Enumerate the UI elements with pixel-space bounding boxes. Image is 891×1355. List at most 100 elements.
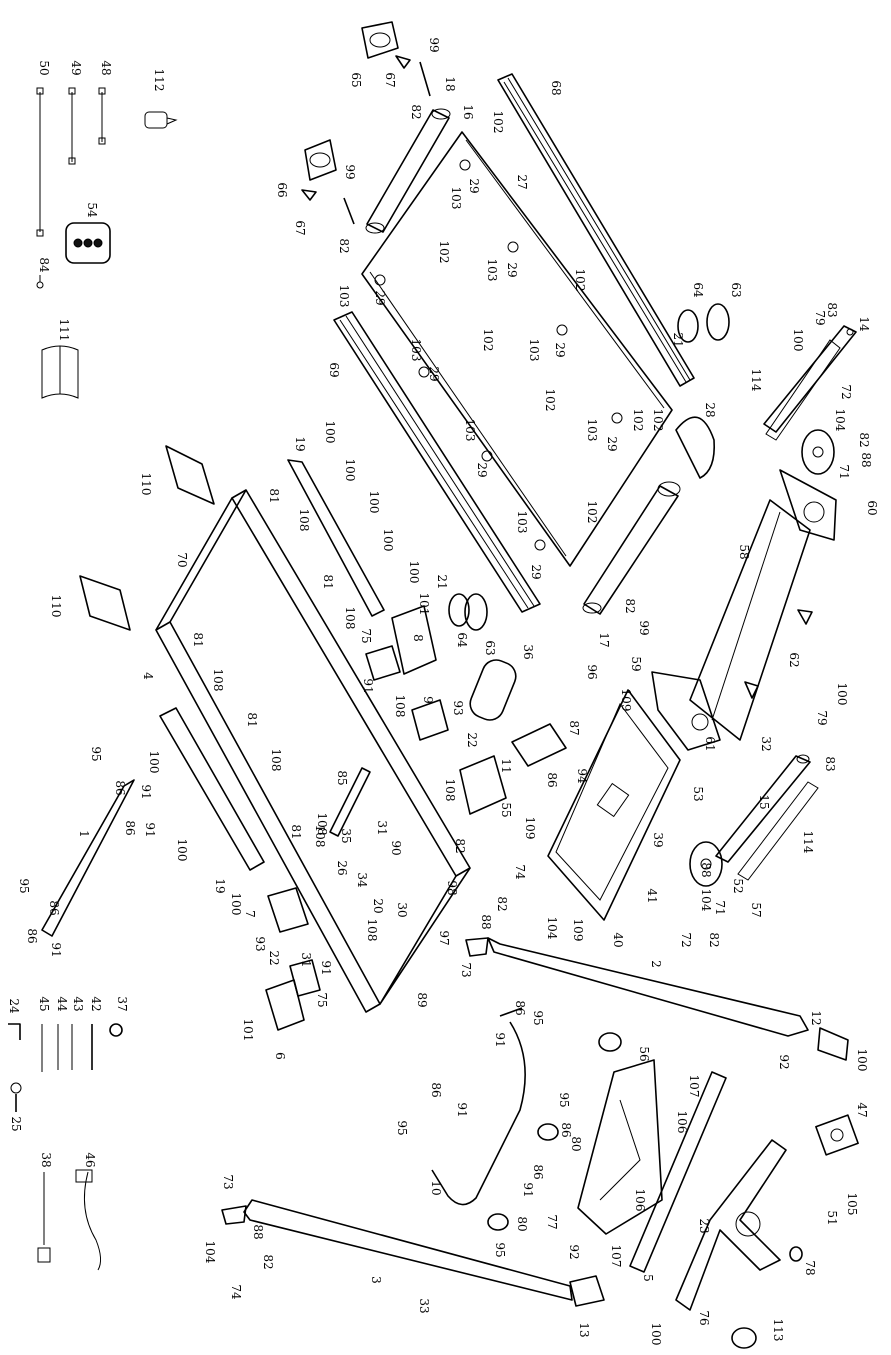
part-label-50: 50: [37, 60, 51, 75]
part-label-40: 40: [611, 932, 625, 947]
part-label-92: 92: [777, 1054, 791, 1069]
part-label-104: 104: [833, 409, 847, 432]
part-label-22: 22: [465, 732, 479, 747]
part-label-29: 29: [427, 366, 441, 381]
part-label-104: 104: [203, 1241, 217, 1264]
part-label-109: 109: [523, 817, 537, 840]
part-label-73: 73: [221, 1174, 235, 1189]
upright-2: [487, 937, 809, 1037]
part-label-82: 82: [409, 104, 423, 119]
part-label-44: 44: [55, 996, 69, 1012]
part-label-91: 91: [455, 1102, 469, 1117]
part-label-84: 84: [37, 257, 51, 273]
end-cap-73a: [465, 937, 489, 957]
part-label-6: 6: [273, 1052, 287, 1060]
pulley-56: [598, 1032, 622, 1052]
part-label-106: 106: [633, 1189, 647, 1212]
safety-key-84: [36, 275, 44, 289]
part-label-88: 88: [859, 452, 873, 467]
part-label-59: 59: [629, 656, 643, 671]
cable-50: [36, 87, 44, 237]
cord-46: [75, 1169, 102, 1271]
rear-roller-18: [365, 108, 451, 234]
part-label-11: 11: [499, 758, 513, 773]
part-label-100: 100: [323, 421, 337, 444]
part-label-79: 79: [813, 310, 827, 325]
frame-77: [577, 1059, 663, 1235]
panel-47: [815, 1114, 859, 1156]
part-label-102: 102: [491, 111, 505, 134]
part-label-86: 86: [559, 1122, 573, 1137]
part-label-104: 104: [545, 917, 559, 940]
part-label-67: 67: [293, 220, 307, 235]
part-label-81: 81: [267, 488, 281, 503]
part-label-30: 30: [395, 902, 409, 917]
part-label-36: 36: [521, 644, 535, 659]
bolt-99b: [343, 197, 355, 225]
part-label-72: 72: [679, 932, 693, 947]
part-label-100: 100: [229, 893, 243, 916]
part-label-100: 100: [791, 329, 805, 352]
part-label-7: 7: [243, 910, 257, 918]
part-label-91: 91: [361, 678, 375, 693]
part-label-103: 103: [515, 511, 529, 534]
part-label-79: 79: [815, 710, 829, 725]
trim-114b: [737, 781, 819, 881]
part-label-75: 75: [359, 628, 373, 643]
part-label-108: 108: [315, 813, 329, 836]
part-label-88: 88: [251, 1224, 265, 1239]
part-label-17: 17: [597, 632, 611, 647]
part-label-102: 102: [543, 389, 557, 412]
part-label-22: 22: [267, 950, 281, 965]
part-label-100: 100: [835, 683, 849, 706]
pulley-64b: [448, 593, 470, 627]
part-label-10: 10: [429, 1180, 443, 1195]
post-5: [629, 1071, 727, 1273]
upright-3: [243, 1199, 573, 1301]
part-label-78: 78: [803, 1260, 817, 1275]
part-label-60: 60: [865, 500, 879, 515]
part-label-87: 87: [567, 720, 581, 735]
part-label-48: 48: [99, 60, 113, 75]
part-label-18: 18: [443, 76, 457, 91]
part-label-65: 65: [349, 72, 363, 87]
support-19b: [159, 707, 265, 871]
pulley-80a: [537, 1123, 559, 1141]
part-label-109: 109: [619, 689, 633, 712]
part-label-66: 66: [275, 182, 289, 197]
part-label-104: 104: [699, 889, 713, 912]
knob-78: [789, 1246, 803, 1262]
part-label-80: 80: [569, 1136, 583, 1151]
part-label-32: 32: [759, 736, 773, 751]
part-label-63: 63: [729, 282, 743, 297]
part-label-54: 54: [85, 202, 99, 218]
part-label-47: 47: [855, 1102, 869, 1117]
bracket-8: [391, 605, 437, 675]
part-label-19: 19: [213, 878, 227, 893]
part-label-83: 83: [823, 756, 837, 771]
part-label-86: 86: [113, 780, 127, 795]
part-label-103: 103: [409, 339, 423, 362]
part-label-61: 61: [703, 736, 717, 751]
cushions-29: [374, 159, 623, 551]
end-cap-66: [304, 139, 337, 181]
part-label-108: 108: [365, 919, 379, 942]
part-label-63: 63: [483, 640, 497, 655]
part-label-114: 114: [749, 369, 763, 392]
part-label-93: 93: [253, 936, 267, 951]
main-frame-4: [155, 489, 471, 1013]
part-label-8: 8: [411, 634, 425, 642]
part-label-13: 13: [577, 1322, 591, 1337]
part-label-74: 74: [513, 864, 527, 880]
part-label-108: 108: [269, 749, 283, 772]
part-label-102: 102: [437, 241, 451, 264]
part-label-81: 81: [245, 712, 259, 727]
part-label-29: 29: [373, 290, 387, 305]
grip-110a: [165, 445, 215, 505]
part-label-74: 74: [229, 1284, 243, 1300]
rod-85: [329, 767, 371, 837]
part-label-86: 86: [513, 1000, 527, 1015]
part-label-108: 108: [211, 669, 225, 692]
water-bottle-36: [469, 659, 517, 721]
